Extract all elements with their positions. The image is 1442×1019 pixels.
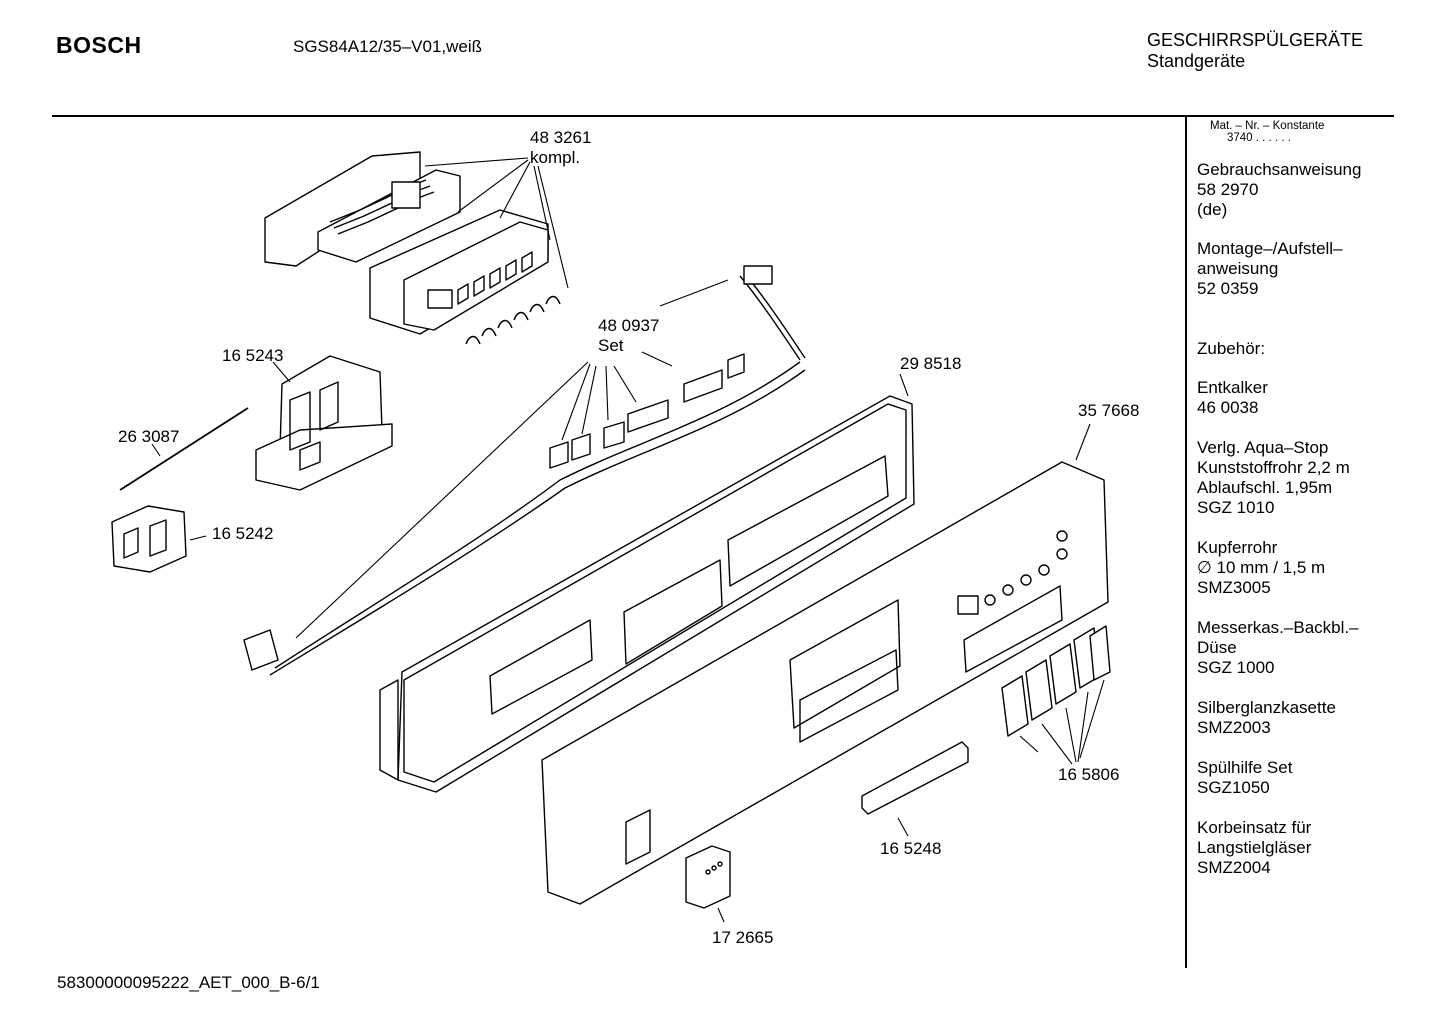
category-subtitle: Standgeräte (1147, 51, 1246, 71)
material-number-code: 3740 . . . . . . (1227, 132, 1291, 144)
entry-line: SGZ 1000 (1197, 658, 1275, 677)
entry-korbeinsatz: Korbeinsatz für Langstielgläser SMZ2004 (1197, 818, 1397, 878)
brand-logo: BOSCH (56, 32, 142, 58)
button-set-drawing (1001, 625, 1111, 737)
entry-line: Silberglanzkasette (1197, 698, 1336, 717)
label-165243: 16 5243 (222, 346, 283, 365)
entry-line: SMZ3005 (1197, 578, 1271, 597)
label-480937-note: Set (598, 336, 624, 355)
entry-line: SGZ1050 (1197, 778, 1270, 797)
switch-drawing (111, 505, 187, 573)
entry-line: SMZ2003 (1197, 718, 1271, 737)
entry-aqua-stop: Verlg. Aqua–Stop Kunststoffrohr 2,2 m Ab… (1197, 438, 1397, 518)
entry-line: anweisung (1197, 259, 1279, 278)
entry-line: 52 0359 (1197, 279, 1259, 298)
entry-entkalker: Entkalker 46 0038 (1197, 378, 1397, 418)
label-483261: 48 3261 (530, 128, 591, 147)
accessories-sidebar: Mat. – Nr. – Konstante 3740 . . . . . . … (1197, 118, 1397, 878)
entry-zubehoer-heading: Zubehör: (1197, 339, 1397, 359)
entry-messerkasette: Messerkas.–Backbl.– Düse SGZ 1000 (1197, 618, 1397, 678)
material-number-title: Mat. – Nr. – Konstante (1210, 120, 1325, 132)
entry-line: Messerkas.–Backbl.– (1197, 618, 1359, 637)
cover-strip-drawing (861, 741, 969, 815)
label-480937: 48 0937 (598, 316, 659, 335)
entry-line: Korbeinsatz für (1197, 818, 1312, 837)
entry-line: Verlg. Aqua–Stop (1197, 438, 1329, 457)
header-divider (52, 115, 1394, 117)
entry-line: Entkalker (1197, 378, 1268, 397)
entry-spuelhilfe: Spülhilfe Set SGZ1050 (1197, 758, 1397, 798)
label-263087: 26 3087 (118, 427, 179, 446)
entry-line: Zubehör: (1197, 339, 1266, 358)
wire-harness-drawing (243, 265, 806, 676)
entry-silberglanzkasette: Silberglanzkasette SMZ2003 (1197, 698, 1397, 738)
label-483261-note: kompl. (530, 148, 580, 167)
entry-line: Düse (1197, 638, 1237, 657)
entry-line: Spülhilfe Set (1197, 758, 1293, 777)
entry-line: Montage–/Aufstell– (1197, 239, 1343, 258)
entry-line: 46 0038 (1197, 398, 1259, 417)
model-number: SGS84A12/35–V01,weiß (293, 37, 483, 56)
entry-line: Gebrauchsanweisung (1197, 160, 1362, 179)
entry-line: SGZ 1010 (1197, 498, 1275, 517)
entry-line: Kupferrohr (1197, 538, 1278, 557)
label-165806: 16 5806 (1058, 765, 1119, 784)
entry-gebrauchsanweisung: Gebrauchsanweisung 58 2970 (de) (1197, 160, 1397, 220)
sidebar-divider (1185, 116, 1187, 968)
control-panel-fascia-drawing (541, 461, 1109, 905)
entry-line: 58 2970 (1197, 180, 1259, 199)
entry-line: Langstielgläser (1197, 838, 1312, 857)
relay-housing-drawing (255, 355, 393, 491)
entry-line: SMZ2004 (1197, 858, 1271, 877)
entry-line: (de) (1197, 200, 1228, 219)
entry-montageanweisung: Montage–/Aufstell– anweisung 52 0359 (1197, 239, 1397, 299)
small-module-drawing (685, 845, 731, 909)
label-165242: 16 5242 (212, 524, 273, 543)
entry-line: Kunststoffrohr 2,2 m (1197, 458, 1350, 477)
label-165248: 16 5248 (880, 839, 941, 858)
entry-kupferrohr: Kupferrohr ∅ 10 mm / 1,5 m SMZ3005 (1197, 538, 1397, 598)
label-172665: 17 2665 (712, 928, 773, 947)
control-module-drawing (264, 151, 561, 345)
label-357668: 35 7668 (1078, 401, 1139, 420)
category-title: GESCHIRRSPÜLGERÄTE (1147, 30, 1364, 50)
label-298518: 29 8518 (900, 354, 961, 373)
entry-line: ∅ 10 mm / 1,5 m (1197, 558, 1326, 577)
document-id: 58300000095222_AET_000_B-6/1 (57, 973, 320, 992)
entry-line: Ablaufschl. 1,95m (1197, 478, 1333, 497)
inner-frame-drawing (379, 395, 915, 793)
